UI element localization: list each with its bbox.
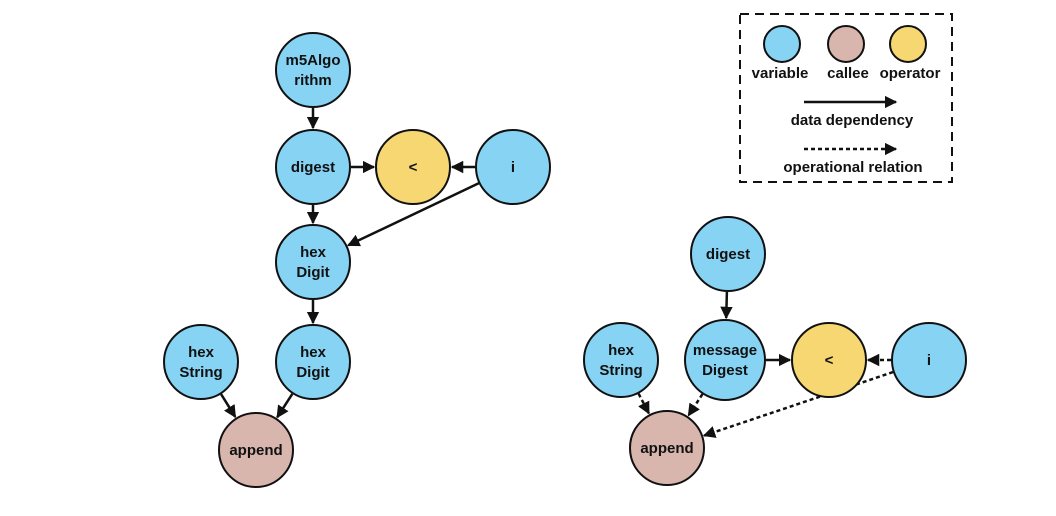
node-g1-append: append: [218, 412, 294, 488]
edge-g2-hexstring-to-g2-append: [637, 393, 651, 415]
node-label-line: m5Algo: [285, 52, 340, 69]
variable-node-circle: [583, 322, 659, 398]
variable-node-circle: [475, 129, 551, 205]
edge-g1-i-to-g1-hexdigit1: [347, 182, 480, 247]
node-g2-digest: digest: [690, 216, 766, 292]
node-g1-i: i: [475, 129, 551, 205]
legend-data-dependency-label: data dependency: [791, 112, 914, 129]
node-label-line: Digit: [296, 264, 329, 281]
legend: variable callee operator data dependency…: [739, 13, 953, 183]
legend-callee-label: callee: [827, 65, 869, 82]
callee-node-circle: [218, 412, 294, 488]
legend-variable-swatch: [763, 25, 801, 63]
node-g1-digest: digest: [275, 129, 351, 205]
operator-node-circle: [375, 129, 451, 205]
variable-node-circle: [684, 319, 766, 401]
callee-node-circle: [629, 410, 705, 486]
node-label-line: Digit: [296, 364, 329, 381]
node-label-line: String: [599, 362, 642, 379]
node-label: i: [927, 352, 931, 369]
variable-node-circle: [690, 216, 766, 292]
variable-node-circle: [275, 32, 351, 108]
legend-operational-relation-label: operational relation: [783, 159, 922, 176]
node-label: append: [640, 440, 693, 457]
legend-box: [739, 13, 953, 183]
node-label: digest: [706, 246, 750, 263]
node-label-line: message: [693, 342, 757, 359]
legend-variable-label: variable: [752, 65, 809, 82]
node-label-line: rithm: [294, 72, 332, 89]
node-label: append: [229, 442, 282, 459]
operator-node-circle: [791, 322, 867, 398]
node-label: <: [825, 352, 834, 369]
variable-node-circle: [275, 224, 351, 300]
node-label-line: <: [825, 352, 834, 369]
node-label-line: i: [511, 159, 515, 176]
node-label-line: String: [179, 364, 222, 381]
edge-g2-msgdigest-to-g2-append: [687, 393, 704, 417]
node-label-line: append: [640, 440, 693, 457]
node-label: <: [409, 159, 418, 176]
node-g2-i: i: [891, 322, 967, 398]
node-label-line: i: [927, 352, 931, 369]
node-g1-m5: m5Algo rithm: [275, 32, 351, 108]
node-label-line: hex: [188, 344, 215, 361]
node-label-line: digest: [291, 159, 335, 176]
variable-node-circle: [275, 129, 351, 205]
variable-node-circle: [891, 322, 967, 398]
edge-g2-digest-to-g2-msgdigest: [720, 291, 733, 320]
edge-g1-hexstring-to-g1-append: [220, 393, 237, 418]
node-label-line: Digest: [702, 362, 748, 379]
node-label: i: [511, 159, 515, 176]
node-g1-lt: <: [375, 129, 451, 205]
edge-g1-hexdigit2-to-g1-append: [276, 393, 294, 419]
node-label-line: <: [409, 159, 418, 176]
legend-operator-label: operator: [880, 65, 941, 82]
variable-node-circle: [275, 324, 351, 400]
legend-callee-swatch: [827, 25, 865, 63]
edge-g2-i-to-g2-append: [702, 370, 894, 438]
edges-layer: [220, 108, 894, 438]
legend-operator-swatch: [889, 25, 927, 63]
node-label-line: append: [229, 442, 282, 459]
node-label-line: digest: [706, 246, 750, 263]
node-g2-append: append: [629, 410, 705, 486]
node-label-line: hex: [300, 344, 327, 361]
node-g2-lt: <: [791, 322, 867, 398]
variable-node-circle: [163, 324, 239, 400]
node-label-line: hex: [608, 342, 635, 359]
node-label-line: hex: [300, 244, 327, 261]
node-label: digest: [291, 159, 335, 176]
node-label: m5Algo rithm: [285, 52, 340, 89]
